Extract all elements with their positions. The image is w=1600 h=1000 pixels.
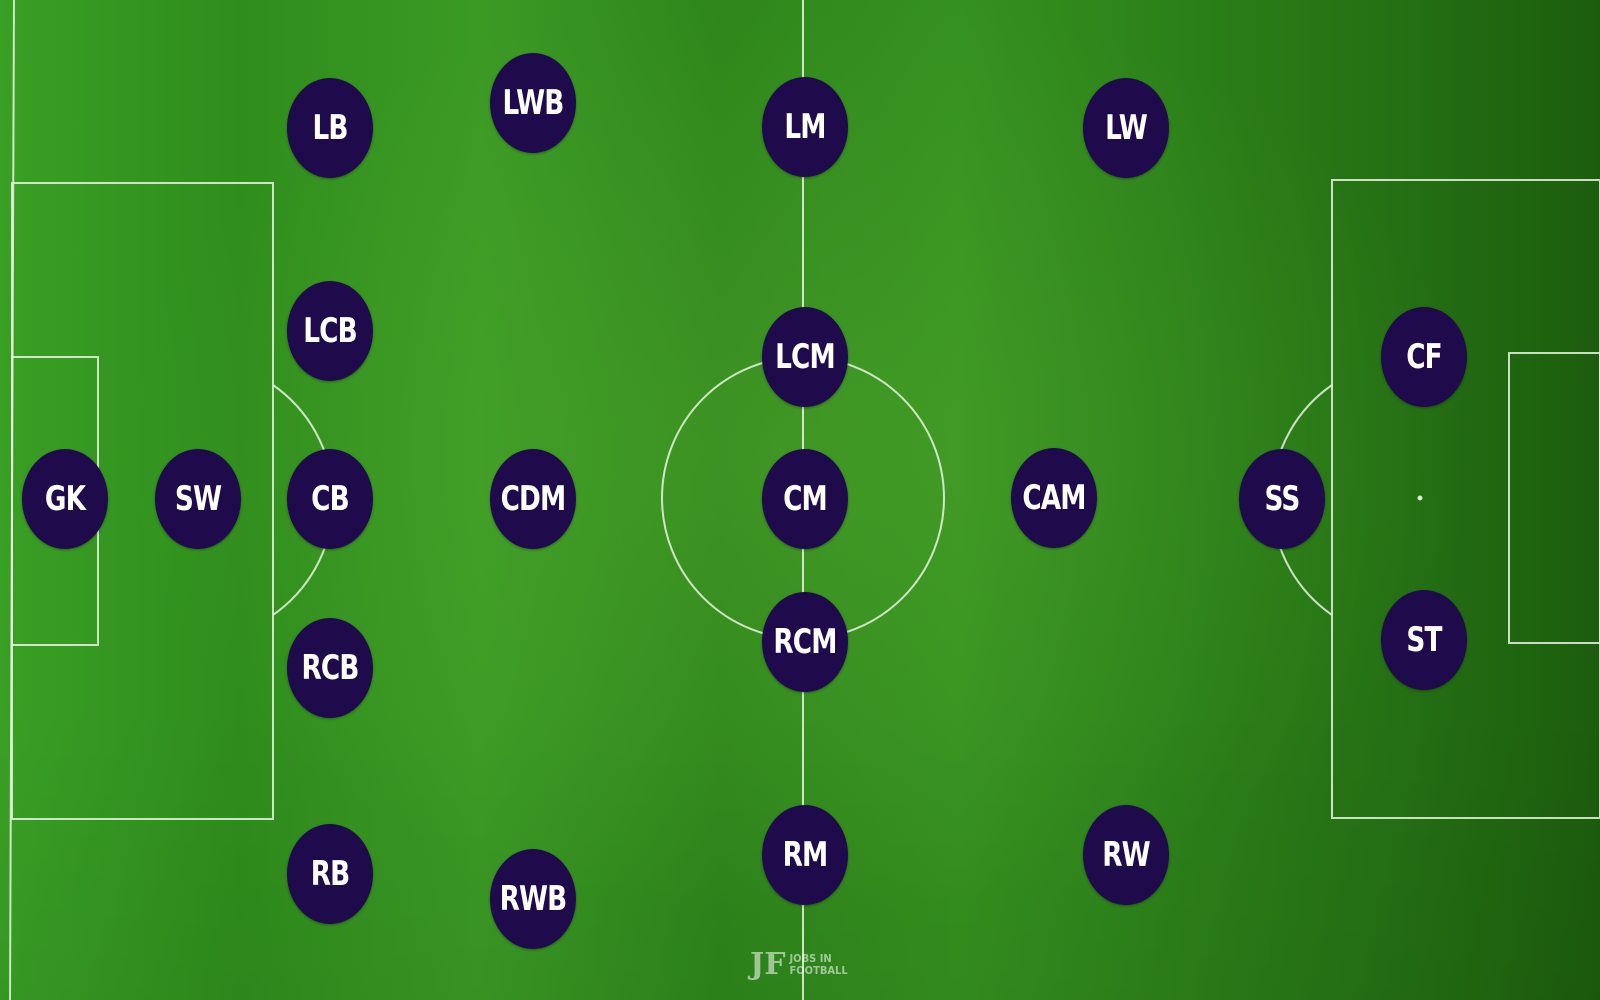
position-lb[interactable]: LB (287, 78, 373, 178)
position-rcm[interactable]: RCM (762, 592, 848, 692)
position-cf[interactable]: CF (1381, 307, 1467, 407)
position-lw[interactable]: LW (1083, 78, 1169, 178)
position-lwb[interactable]: LWB (490, 53, 576, 153)
logo-mark-icon: JF (750, 947, 786, 982)
position-rw[interactable]: RW (1083, 805, 1169, 905)
position-lcb[interactable]: LCB (287, 281, 373, 381)
position-cam[interactable]: CAM (1011, 448, 1097, 548)
logo-line-1: JOBS IN (789, 952, 832, 965)
position-rb[interactable]: RB (287, 824, 373, 924)
position-rwb[interactable]: RWB (490, 849, 576, 949)
position-lm[interactable]: LM (762, 77, 848, 177)
position-st[interactable]: ST (1381, 590, 1467, 690)
position-ss[interactable]: SS (1239, 449, 1325, 549)
jobs-in-football-logo: JF JOBS IN FOOTBALL (750, 950, 848, 980)
logo-text: JOBS IN FOOTBALL (790, 953, 848, 977)
right-penalty-box (1331, 179, 1600, 819)
position-cb[interactable]: CB (287, 449, 373, 549)
position-cm[interactable]: CM (762, 449, 848, 549)
position-lcm[interactable]: LCM (762, 307, 848, 407)
position-rcb[interactable]: RCB (287, 618, 373, 718)
position-sw[interactable]: SW (155, 449, 241, 549)
position-gk[interactable]: GK (22, 449, 108, 549)
position-cdm[interactable]: CDM (490, 449, 576, 549)
logo-line-2: FOOTBALL (789, 964, 848, 977)
position-rm[interactable]: RM (762, 805, 848, 905)
right-penalty-spot (1417, 495, 1423, 501)
right-goal-box (1508, 352, 1600, 644)
